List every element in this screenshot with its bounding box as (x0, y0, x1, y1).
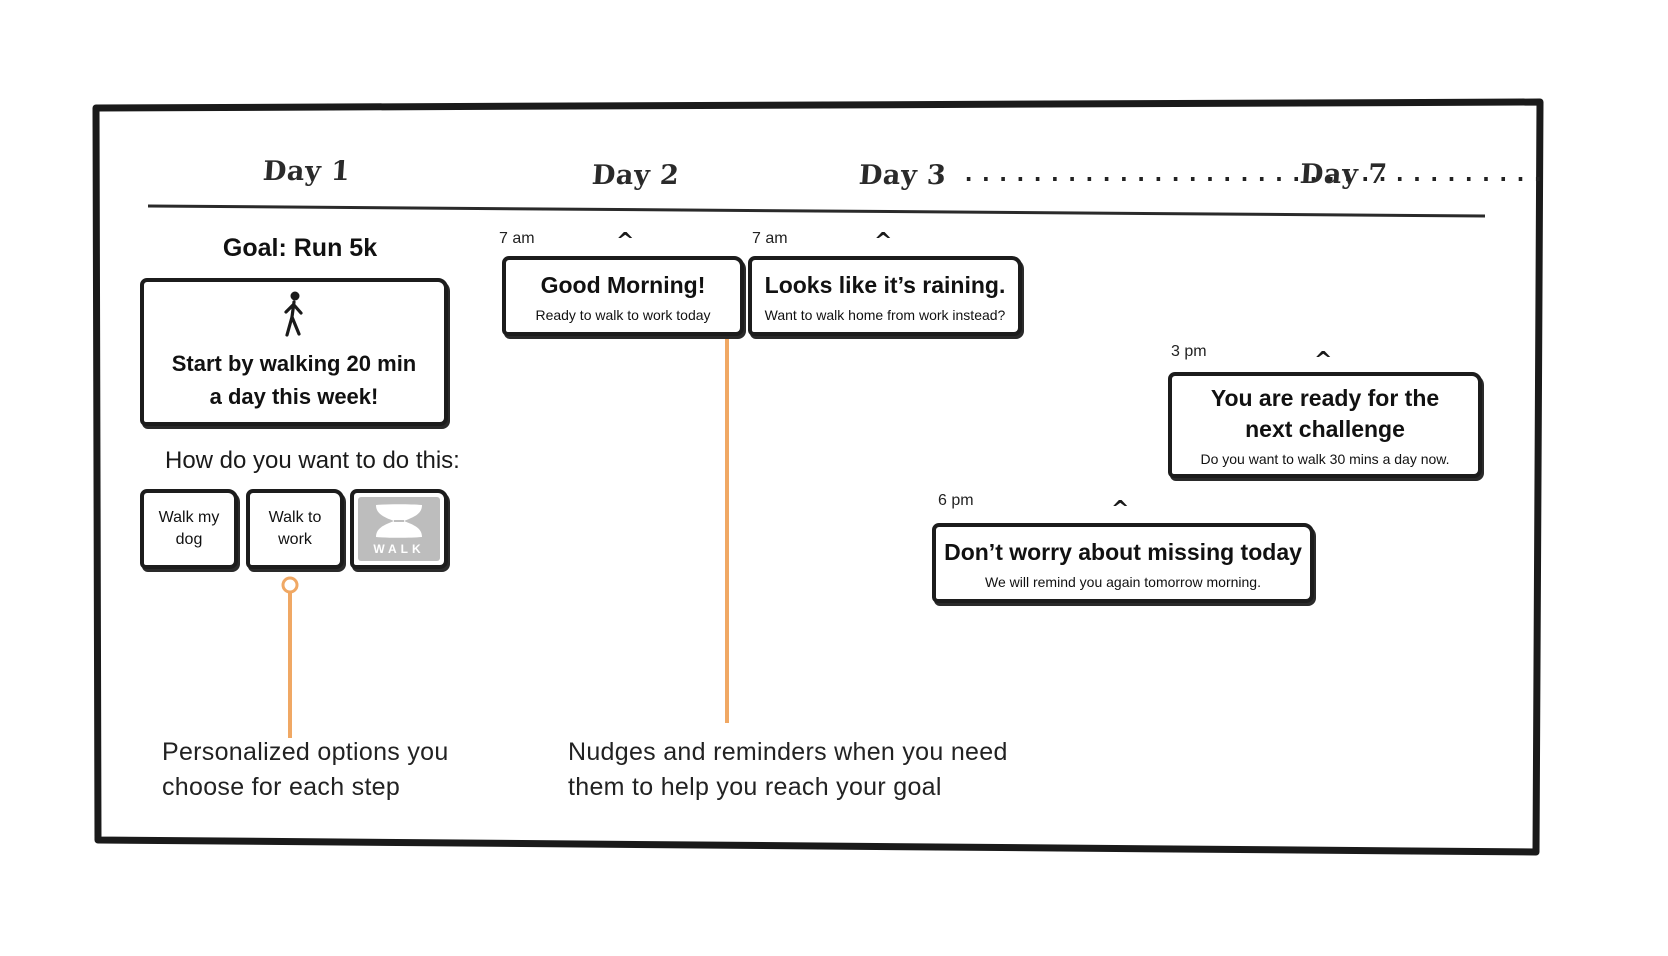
goal-step-text: Start by walking 20 min a day this week! (171, 351, 417, 409)
notification-subtitle: Do you want to walk 30 mins a day now. (1200, 451, 1450, 467)
notification-card-next-challenge[interactable]: You are ready for the next challenge Do … (1168, 372, 1482, 478)
notification-card-good-morning[interactable]: Good Morning! Ready to walk to work toda… (502, 256, 744, 336)
caret-up-icon: ^ (874, 229, 893, 254)
notification-title: Looks like it’s raining. (764, 271, 1006, 298)
option-ua-walk-button[interactable]: WALK (350, 489, 448, 569)
option-logo-text: WALK (373, 542, 425, 556)
options-prompt: How do you want to do this: (165, 447, 460, 474)
annotation-personalized-options: Personalized options you choose for each… (162, 738, 449, 801)
day-1-label: Day 1 (261, 156, 352, 187)
notification-time: 7 am (499, 230, 535, 247)
notification-card-missed-day[interactable]: Don’t worry about missing today We will … (932, 523, 1314, 603)
annotation-dot-options (281, 576, 299, 594)
notification-subtitle: We will remind you again tomorrow mornin… (985, 573, 1261, 590)
under-armour-logo-icon: WALK (358, 497, 440, 561)
notification-title: Good Morning! (540, 271, 706, 298)
notification-subtitle: Want to walk home from work instead? (764, 306, 1006, 323)
notification-title: Don’t worry about missing today (944, 538, 1302, 565)
notification-time: 3 pm (1171, 343, 1207, 360)
day-7-label: Day 7 (1298, 159, 1389, 190)
caret-up-icon: ^ (1111, 497, 1130, 522)
caret-up-icon: ^ (616, 229, 635, 254)
caret-up-icon: ^ (1314, 348, 1333, 373)
goal-title: Goal: Run 5k (222, 234, 378, 262)
annotation-nudges-reminders: Nudges and reminders when you need them … (568, 738, 1008, 801)
notification-title: You are ready for the next challenge (1210, 385, 1440, 442)
notification-time: 7 am (752, 230, 788, 247)
notification-subtitle: Ready to walk to work today (535, 306, 711, 323)
notification-card-raining[interactable]: Looks like it’s raining. Want to walk ho… (748, 256, 1022, 336)
option-walk-my-dog-button[interactable]: Walk my dog (140, 489, 238, 569)
option-label: Walk my dog (158, 509, 220, 548)
walking-person-icon (280, 291, 308, 341)
day-3-label: Day 3 (857, 160, 948, 191)
notification-time: 6 pm (938, 492, 974, 509)
option-walk-to-work-button[interactable]: Walk to work (246, 489, 344, 569)
option-label: Walk to work (268, 509, 322, 548)
timeline-ellipsis: .................................. (962, 162, 1549, 187)
day-2-label: Day 2 (590, 160, 681, 191)
timeline-divider (147, 204, 1486, 218)
goal-step-card: Start by walking 20 min a day this week! (140, 278, 448, 426)
